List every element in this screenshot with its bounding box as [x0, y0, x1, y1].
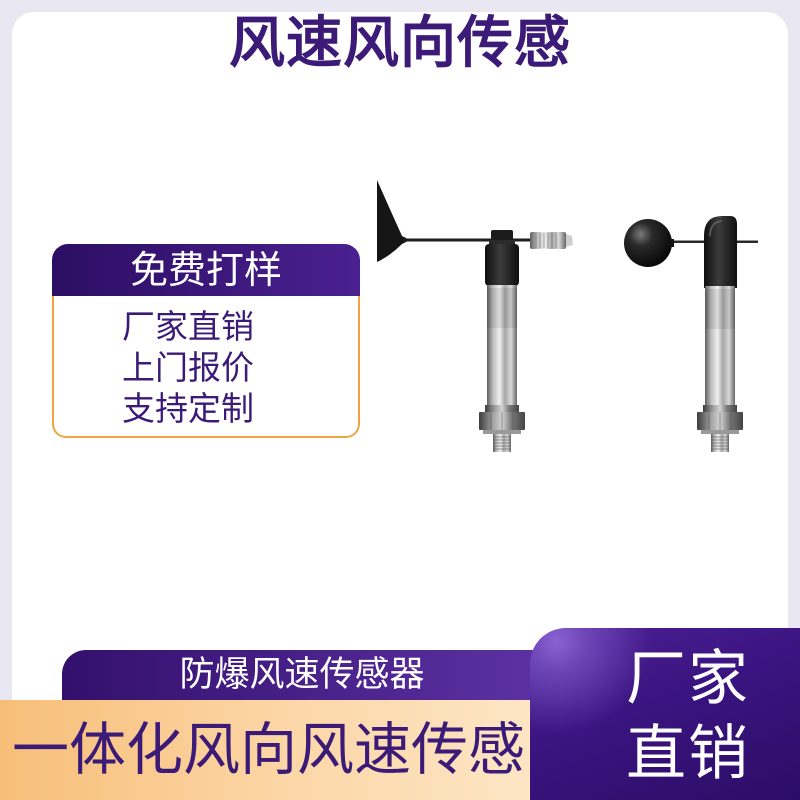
cup-collar [703, 405, 737, 412]
page-title: 风速风向传感 [229, 11, 571, 76]
vane-thread-lines [493, 436, 511, 450]
promo-card-body: 厂家直销 上门报价 支持定制 [52, 296, 360, 438]
product-photos [377, 180, 758, 452]
vane-washer [483, 430, 521, 434]
cup-thread-lines [711, 436, 729, 450]
vane-tip [566, 234, 573, 247]
promo-card-header: 免费打样 [52, 244, 360, 296]
cup-anemometer-icon [624, 216, 758, 452]
vane-hub-collar [491, 230, 513, 241]
cup-washer [701, 430, 739, 434]
wind-vane-icon [377, 180, 573, 452]
cup-hub-highlight [709, 220, 723, 237]
banner-subtitle: 防爆风速传感器 [62, 650, 542, 700]
promo-item: 支持定制 [122, 389, 254, 428]
corner-badge-line: 直销 [626, 719, 750, 789]
cup-ball [624, 219, 672, 267]
promo-item: 上门报价 [122, 348, 254, 387]
vane-body-shade [487, 288, 517, 328]
vane-tail-fin [377, 180, 410, 262]
cup-body-tube [705, 286, 735, 407]
promo-card: 免费打样 厂家直销 上门报价 支持定制 [52, 244, 360, 438]
vane-knurling [535, 233, 557, 248]
corner-badge-line: 厂家 [626, 644, 750, 714]
corner-badge: 厂家 直销 [530, 628, 800, 800]
cup-joint [668, 239, 674, 247]
vane-housing [485, 244, 519, 286]
vane-collar [485, 405, 519, 412]
banner-headline: 一体化风向风速传感 [12, 717, 525, 783]
promo-item: 厂家直销 [122, 307, 254, 346]
vane-body-tube [487, 285, 517, 407]
vane-hub-ring [489, 240, 515, 245]
cup-hub [704, 216, 737, 288]
cup-nut-facets [708, 412, 732, 430]
vane-nut-facets [490, 412, 514, 430]
banner-headline-bar: 一体化风向风速传感 [0, 700, 540, 800]
vane-arm [404, 238, 534, 242]
cup-body-shade [705, 289, 735, 329]
